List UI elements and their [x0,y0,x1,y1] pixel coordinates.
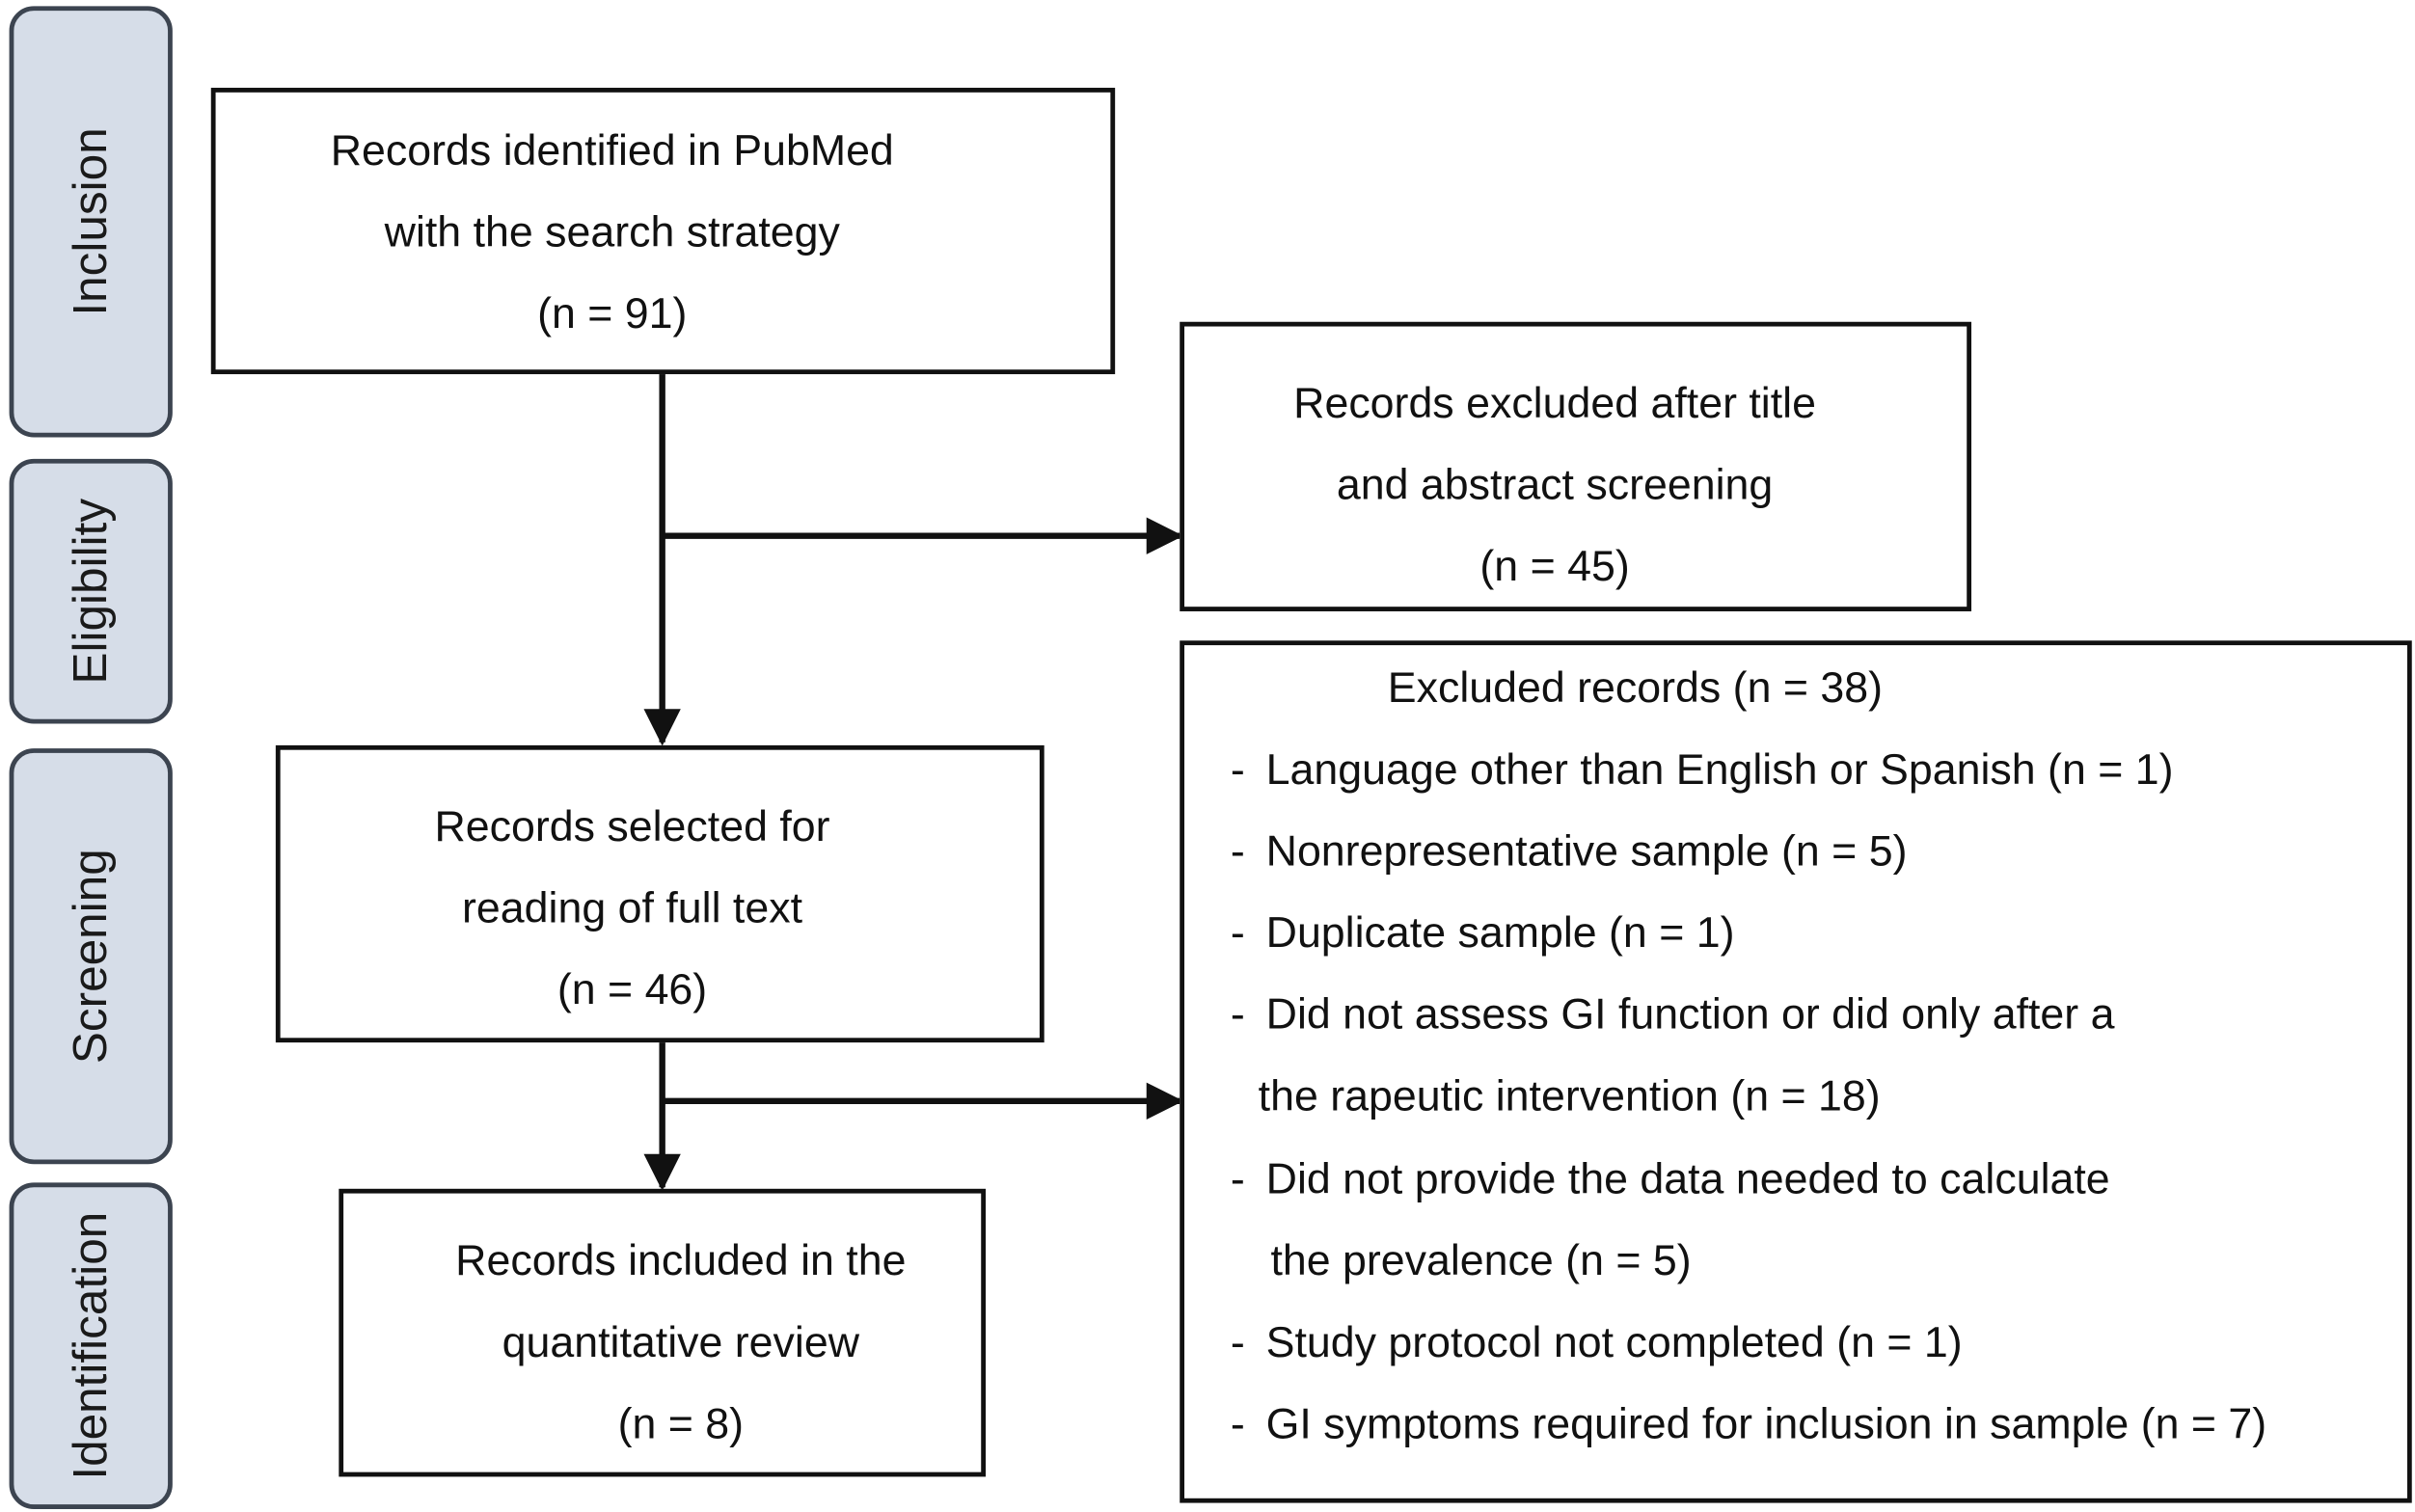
exclusion-reason-gi-function: Did not assess GI function or did only a… [1265,989,2115,1039]
bullet-dash: - [1230,989,1245,1039]
phase-tab-identification: Identification [9,1182,173,1509]
exclusion-reason-gi-symptoms: GI symptoms required for inclusion in sa… [1265,1399,2267,1448]
excluded-title-count: (n = 45) [1479,542,1630,590]
identified-line-2: with the search strategy [384,207,840,256]
bullet-dash: - [1230,744,1245,794]
box-records-selected: Records selected for reading of full tex… [275,744,1045,1043]
included-count: (n = 8) [617,1399,745,1448]
phase-tab-screening: Screening [9,748,173,1165]
exclusion-reason-language: Language other than English or Spanish (… [1265,744,2174,794]
excluded-title-line-1: Records excluded after title [1293,378,1816,427]
selected-line-2: reading of full text [462,883,803,932]
included-line-1: Records included in the [455,1236,907,1284]
exclusion-reason-no-data: Did not provide the data needed to calcu… [1265,1154,2110,1203]
box-records-included: Records included in the quantitative rev… [339,1188,987,1477]
identified-line-1: Records identified in PubMed [330,125,894,175]
bullet-dash: - [1230,1154,1245,1203]
bullet-dash: - [1230,1317,1245,1366]
bullet-dash: - [1230,1399,1245,1448]
box-records-excluded-title-abstract: Records excluded after title and abstrac… [1180,321,1972,611]
box-excluded-records: Excluded records (n = 38) - Language oth… [1180,640,2412,1503]
identified-count: (n = 91) [537,289,688,338]
exclusion-reason-nonrepresentative: Nonrepresentative sample (n = 5) [1265,826,1908,876]
bullet-dash: - [1230,908,1245,957]
exclusion-reason-duplicate: Duplicate sample (n = 1) [1265,908,1735,957]
excluded-records-title: Excluded records (n = 38) [1387,663,1884,712]
phase-tab-eligibility: Eligibility [9,458,173,724]
included-line-2: quantitative review [502,1317,859,1366]
exclusion-reason-no-data-cont: the prevalence (n = 5) [1270,1236,1692,1284]
selected-line-1: Records selected for [434,801,830,850]
box-records-identified: Records identified in PubMed with the se… [210,88,1116,375]
excluded-title-line-2: and abstract screening [1336,460,1774,508]
phase-tab-inclusion: Inclusion [9,6,173,438]
exclusion-reason-gi-function-cont: the rapeutic intervention (n = 18) [1258,1071,1881,1120]
bullet-dash: - [1230,826,1245,876]
selected-count: (n = 46) [556,965,708,1013]
exclusion-reason-protocol: Study protocol not completed (n = 1) [1265,1317,1963,1366]
